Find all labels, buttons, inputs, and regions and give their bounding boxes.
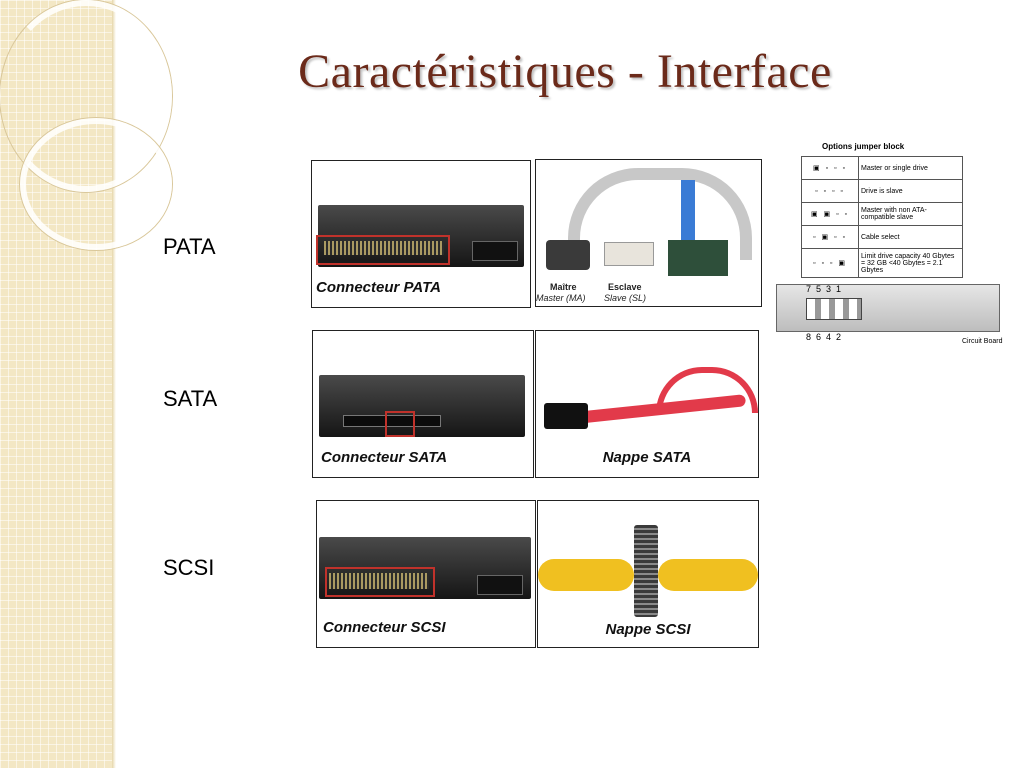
scsi-cable-image: Nappe SCSI (537, 500, 759, 648)
row-label-sata: SATA (163, 386, 218, 411)
scsi-pins-graphic (329, 573, 429, 589)
sata-connector-caption: Connecteur SATA (321, 449, 448, 466)
scsi-connector-image: Connecteur SCSI (316, 500, 536, 648)
sidebar-edge (112, 0, 116, 768)
ide-connector-graphic (681, 180, 695, 240)
jumper-diagram: Options jumper block ▣ ▫ ▫ ▫Master or si… (776, 138, 1004, 348)
pata-pins-graphic (324, 241, 444, 255)
power-connector-graphic (472, 241, 518, 261)
sata-connector-image: Connecteur SATA (312, 330, 534, 478)
jumper-bottom-numbers: 8 6 4 2 (806, 332, 842, 342)
jumper-option-row: ▫ ▫ ▫ ▣Limit drive capacity 40 Gbytes = … (801, 248, 963, 278)
master-subtitle: Master (MA) (536, 293, 586, 303)
scsi-cable-left-graphic (538, 559, 634, 591)
scsi-plug-graphic (634, 525, 658, 617)
jumper-top-numbers: 7 5 3 1 (806, 284, 842, 294)
master-title: Maître (550, 282, 577, 292)
power-connector-graphic (477, 575, 523, 595)
jumper-options-table: ▣ ▫ ▫ ▫Master or single drive ▫ ▫ ▫ ▫Dri… (801, 156, 963, 278)
scsi-highlight-box (325, 567, 435, 597)
sata-port-graphic (343, 415, 441, 427)
circuit-board-label: Circuit Board (962, 338, 1003, 345)
pata-connector-image: Connecteur PATA (311, 160, 531, 308)
slave-subtitle: Slave (SL) (604, 293, 647, 303)
jumper-pins-graphic (806, 298, 862, 320)
jumper-option-row: ▣ ▣ ▫ ▫Master with non ATA-compatible sl… (801, 202, 963, 226)
cdrom-thumbnail (604, 242, 654, 266)
sata-cable-loop-graphic (656, 367, 758, 413)
sata-highlight-box (385, 411, 415, 437)
sata-cable-caption: Nappe SATA (602, 449, 692, 466)
jumper-diagram-title: Options jumper block (822, 142, 905, 151)
row-label-scsi: SCSI (163, 555, 215, 580)
pata-connector-caption: Connecteur PATA (316, 279, 442, 296)
hard-drive-graphic (319, 375, 525, 437)
slave-title: Esclave (608, 282, 642, 292)
slide-title: Caractéristiques - Interface (298, 45, 832, 98)
jumper-option-row: ▫ ▫ ▫ ▫Drive is slave (801, 179, 963, 203)
sata-plug-graphic (544, 403, 588, 429)
scsi-cable-right-graphic (658, 559, 758, 591)
sata-cable-image: Nappe SATA (535, 330, 759, 478)
jumper-option-row: ▣ ▫ ▫ ▫Master or single drive (801, 156, 963, 180)
scsi-connector-caption: Connecteur SCSI (323, 619, 446, 636)
row-label-pata: PATA (163, 234, 216, 259)
jumper-option-row: ▫ ▣ ▫ ▫Cable select (801, 225, 963, 249)
motherboard-thumbnail (668, 240, 728, 276)
decorative-ring-middle (20, 118, 172, 250)
pata-highlight-box (316, 235, 450, 265)
scsi-cable-caption: Nappe SCSI (605, 621, 691, 638)
pata-cable-image: Maître Master (MA) Esclave Slave (SL) (535, 159, 762, 307)
hdd-thumbnail (546, 240, 590, 270)
